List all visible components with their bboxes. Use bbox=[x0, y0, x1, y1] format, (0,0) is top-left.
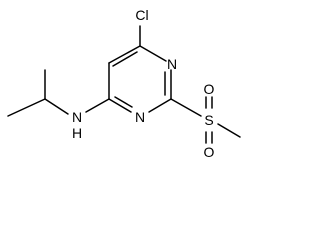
bond-c6-n1 bbox=[139, 45, 167, 62]
bonds bbox=[7, 25, 241, 144]
bond-ch-methyl-left bbox=[7, 98, 46, 117]
bond-c6-c5-inner bbox=[112, 51, 138, 67]
bond-s-methyl bbox=[217, 123, 241, 138]
atom-n-ring-bottom: N bbox=[135, 109, 145, 125]
atom-s: S bbox=[204, 112, 213, 128]
bond-c6-c5 bbox=[108, 45, 141, 64]
chemical-structure-diagram: Cl N N S O O N H bbox=[7, 7, 241, 160]
bond-c4-n3 bbox=[108, 98, 132, 113]
atom-o-upper: O bbox=[204, 81, 215, 97]
bond-c2-s bbox=[170, 98, 202, 117]
atom-o-lower: O bbox=[204, 144, 215, 160]
bond-c4-n3-inner bbox=[114, 96, 133, 108]
atom-cl: Cl bbox=[135, 7, 148, 23]
atom-nh-h: H bbox=[72, 125, 82, 141]
bond-c4-nh bbox=[85, 98, 110, 113]
atom-labels: Cl N N S O O N H bbox=[72, 7, 215, 160]
atom-nh-n: N bbox=[72, 109, 82, 125]
bond-nh-ch bbox=[44, 98, 69, 115]
bond-n3-c2 bbox=[148, 98, 172, 113]
atom-n-ring-top: N bbox=[167, 56, 177, 72]
